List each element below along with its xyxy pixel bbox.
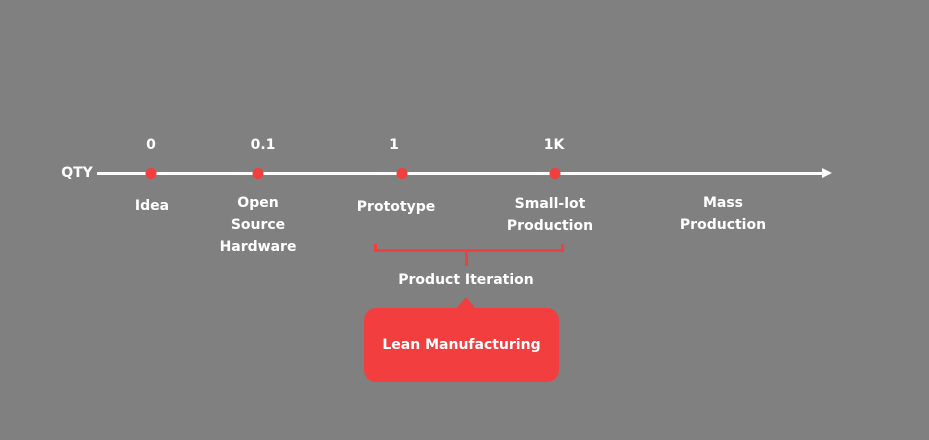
- arrow-head-icon: [822, 168, 832, 178]
- stage-marker-prototype: [396, 168, 408, 179]
- bracket-label: Product Iteration: [398, 272, 534, 288]
- callout-box: Lean Manufacturing: [364, 308, 559, 382]
- stage-marker-smalllot: [549, 168, 561, 179]
- qty-1: 0.1: [250, 137, 276, 153]
- callout-text: Lean Manufacturing: [382, 337, 541, 353]
- bracket-stem: [465, 252, 468, 266]
- stage-marker-osh: [252, 168, 264, 179]
- qty-0: 0: [146, 137, 156, 153]
- timeline-axis: [97, 172, 823, 175]
- qty-2: 1: [389, 137, 399, 153]
- stage-marker-idea: [145, 168, 157, 179]
- stage-label-mass: Mass Production: [679, 195, 767, 233]
- stage-label-idea: Idea: [134, 198, 170, 214]
- stage-label-osh: Open Source Hardware: [219, 195, 297, 255]
- stage-label-prototype: Prototype: [356, 199, 436, 215]
- iteration-bracket: [374, 244, 564, 252]
- axis-label: QTY: [61, 165, 93, 181]
- callout-pointer: [456, 297, 476, 309]
- qty-3: 1K: [543, 137, 565, 153]
- stage-label-smalllot: Small-lot Production: [506, 196, 594, 234]
